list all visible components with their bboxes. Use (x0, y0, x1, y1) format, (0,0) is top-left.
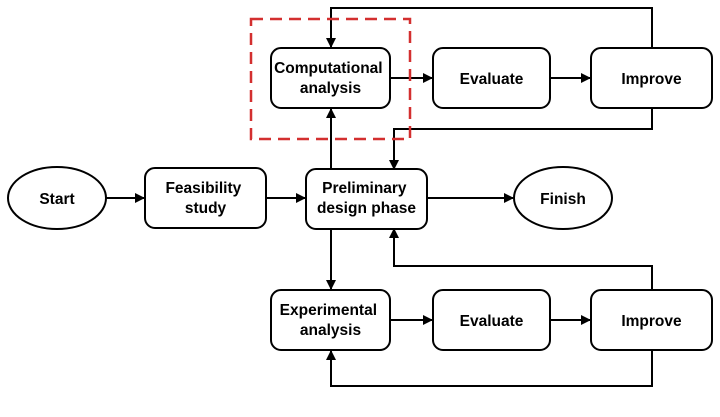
edge-improve-bottom-to-preliminary (389, 228, 653, 289)
svg-text:Preliminary design phase: Preliminary design phase (317, 180, 416, 217)
feasibility-study-box (144, 167, 267, 229)
svg-text:Improve: Improve (621, 71, 682, 88)
node-preliminary-design-phase: Preliminary design phase (305, 168, 428, 230)
preliminary-design-phase-box (305, 168, 428, 230)
svg-text:Start: Start (39, 191, 74, 208)
evaluate-bottom-label: Evaluate (460, 313, 524, 330)
node-experimental-analysis: Experimental analysis (270, 289, 391, 351)
feasibility-study-label-line-2: study (185, 200, 227, 217)
computational-analysis-label-line-1: Computational (274, 60, 383, 77)
improve-bottom-box (590, 289, 713, 351)
computational-analysis-label-line-2: analysis (300, 80, 361, 97)
finish-terminal-shape (513, 166, 613, 230)
edge-improve-top-to-computational (326, 7, 653, 48)
node-improve-bottom: Improve (590, 289, 713, 351)
finish-label: Finish (540, 191, 586, 208)
svg-text:Experimental analysis: Experimental analysis (280, 302, 382, 339)
edge-improve-bottom-to-experimental (326, 350, 653, 387)
edges (106, 7, 653, 387)
edge-improve-top-to-preliminary (389, 109, 653, 170)
start-terminal-shape (7, 166, 107, 230)
computational-analysis-box (270, 47, 391, 109)
experimental-analysis-label-line-1: Experimental (280, 302, 377, 319)
svg-text:Evaluate: Evaluate (460, 313, 524, 330)
node-evaluate-bottom: Evaluate (432, 289, 551, 351)
svg-text:Computational analysis: Computational analysis (274, 60, 387, 97)
evaluate-top-label: Evaluate (460, 71, 524, 88)
improve-bottom-label: Improve (621, 313, 682, 330)
evaluate-bottom-box (432, 289, 551, 351)
node-computational-analysis: Computational analysis (270, 47, 391, 109)
svg-text:Finish: Finish (540, 191, 586, 208)
evaluate-top-box (432, 47, 551, 109)
experimental-analysis-box (270, 289, 391, 351)
improve-top-box (590, 47, 713, 109)
experimental-analysis-label-line-2: analysis (300, 322, 361, 339)
node-finish: Finish (513, 166, 613, 230)
feasibility-study-label-line-1: Feasibility (165, 180, 241, 197)
preliminary-design-phase-label-line-2: design phase (317, 200, 416, 217)
node-feasibility-study: Feasibility study (144, 167, 267, 229)
preliminary-design-phase-label-line-1: Preliminary (322, 180, 407, 197)
start-label: Start (39, 191, 74, 208)
node-improve-top: Improve (590, 47, 713, 109)
computational-highlight-box (249, 17, 412, 141)
svg-text:Feasibility study: Feasibility study (165, 180, 245, 217)
svg-text:Improve: Improve (621, 313, 682, 330)
svg-text:Evaluate: Evaluate (460, 71, 524, 88)
node-evaluate-top: Evaluate (432, 47, 551, 109)
node-start: Start (7, 166, 107, 230)
improve-top-label: Improve (621, 71, 682, 88)
